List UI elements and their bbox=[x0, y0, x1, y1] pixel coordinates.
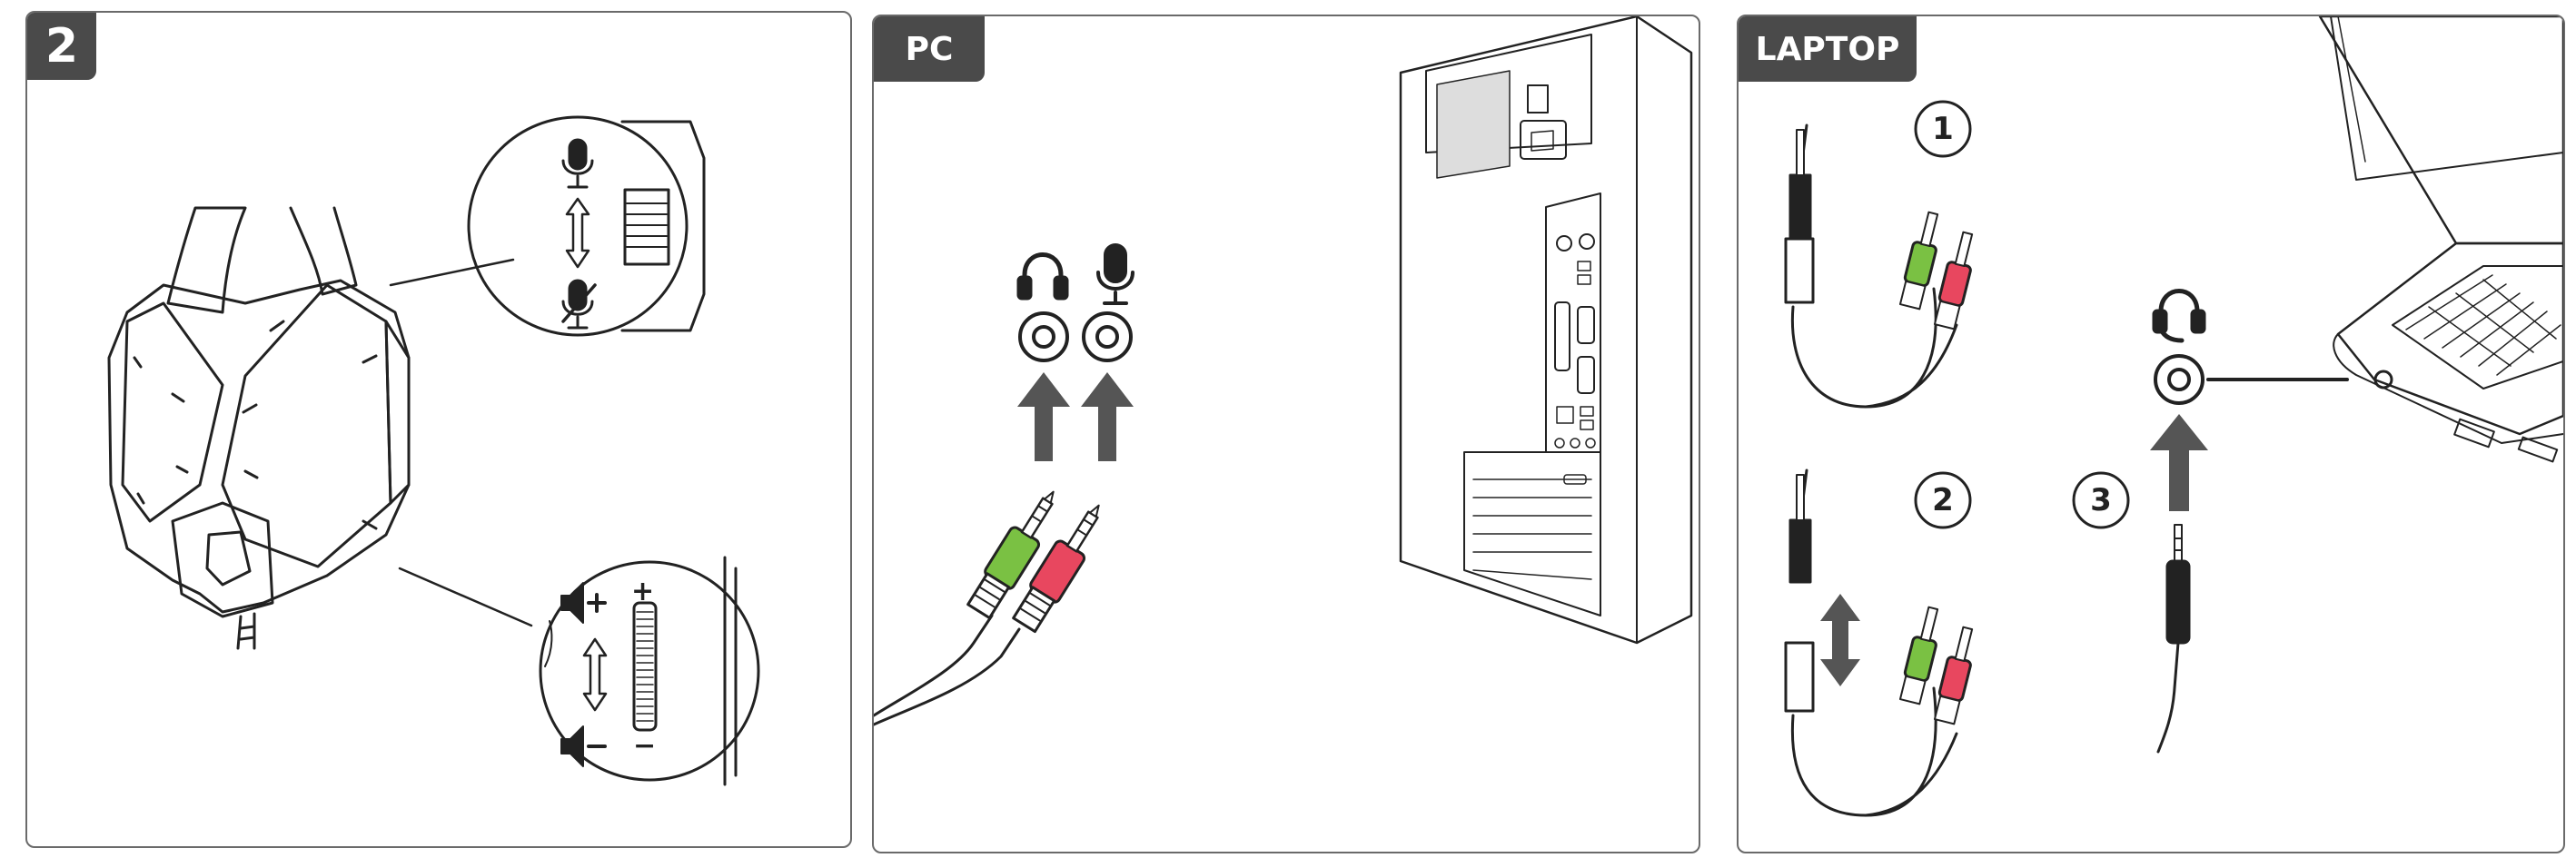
usb-port bbox=[1578, 261, 1590, 271]
leader-line-mic-switch bbox=[391, 260, 513, 285]
housing-edge bbox=[725, 557, 736, 784]
laptop-illustration: 1 2 3 bbox=[1739, 16, 2563, 852]
volume-wheel bbox=[634, 603, 656, 730]
power-switch bbox=[1528, 85, 1548, 113]
slot bbox=[271, 321, 283, 330]
wheel-ridges bbox=[637, 612, 653, 721]
earcup-outer-shell bbox=[109, 281, 409, 612]
volume-minus-label: − bbox=[633, 730, 656, 762]
pc-illustration bbox=[874, 16, 1699, 852]
mic-jack-inner bbox=[1097, 327, 1117, 347]
headset-illustration bbox=[27, 13, 850, 846]
usb-port bbox=[1580, 420, 1593, 429]
usb-port bbox=[1580, 407, 1593, 416]
speaker-plus-icon bbox=[561, 583, 605, 623]
slot bbox=[243, 405, 256, 412]
panel-pc: PC bbox=[872, 15, 1700, 853]
slot bbox=[245, 471, 257, 478]
step-number-2: 2 bbox=[1932, 482, 1954, 518]
usb-port bbox=[1578, 275, 1590, 284]
headphone-jack-inner bbox=[1034, 327, 1054, 347]
splitter-adapter-2 bbox=[1786, 470, 1979, 815]
panel-laptop: LAPTOP 1 2 3 bbox=[1737, 15, 2565, 853]
psu-fan-grille bbox=[1437, 71, 1510, 178]
headset-plug bbox=[2158, 525, 2189, 752]
arrow-up-icon bbox=[1081, 372, 1134, 461]
vga-port bbox=[1578, 357, 1594, 393]
slot bbox=[363, 356, 376, 362]
arrow-up-icon bbox=[2150, 414, 2208, 511]
serial-port bbox=[1578, 307, 1594, 343]
double-arrow-icon bbox=[567, 199, 589, 267]
slot bbox=[134, 358, 141, 367]
headphones-icon bbox=[1019, 255, 1066, 299]
pc-tower bbox=[1401, 16, 1691, 643]
volume-plus-label: + bbox=[631, 576, 654, 607]
cable bbox=[238, 614, 254, 648]
laptop bbox=[2320, 16, 2563, 461]
cable-red bbox=[874, 629, 1019, 725]
mic-mute-icon bbox=[563, 281, 595, 328]
headband bbox=[168, 208, 245, 312]
microphone-icon bbox=[563, 140, 592, 187]
headset-icon bbox=[2155, 291, 2204, 341]
parallel-port bbox=[1555, 302, 1570, 370]
speaker-minus-icon bbox=[561, 726, 605, 766]
double-arrow-icon bbox=[1820, 594, 1860, 686]
slot bbox=[173, 394, 183, 401]
leader-line-volume-wheel bbox=[400, 568, 531, 626]
combo-jack-inner bbox=[2169, 370, 2189, 390]
ethernet-port bbox=[1557, 407, 1573, 423]
audio-port bbox=[1580, 234, 1594, 249]
slot bbox=[177, 467, 187, 472]
slot bbox=[138, 494, 144, 503]
audio-port bbox=[1557, 236, 1571, 251]
switch-slider bbox=[625, 190, 669, 264]
microphone-icon bbox=[1098, 245, 1133, 303]
headband-inner bbox=[291, 208, 356, 294]
panel-headset-controls: 2 bbox=[25, 11, 852, 848]
earcup-lower-detail bbox=[207, 532, 250, 585]
step-number-3: 3 bbox=[2090, 482, 2112, 518]
laptop-audio-port bbox=[2375, 371, 2392, 388]
earcup-panel-center bbox=[223, 285, 391, 567]
headphone-jack bbox=[1020, 313, 1067, 360]
arrow-up-icon bbox=[1017, 372, 1070, 461]
earcup-lower-block bbox=[173, 503, 272, 616]
splitter-adapter-1 bbox=[1786, 125, 1979, 407]
mic-jack bbox=[1084, 313, 1131, 360]
double-arrow-icon bbox=[584, 639, 606, 710]
power-socket bbox=[1521, 121, 1566, 159]
step-number-1: 1 bbox=[1932, 111, 1954, 147]
earcup-panel-left bbox=[123, 303, 223, 521]
combo-jack bbox=[2155, 356, 2203, 403]
